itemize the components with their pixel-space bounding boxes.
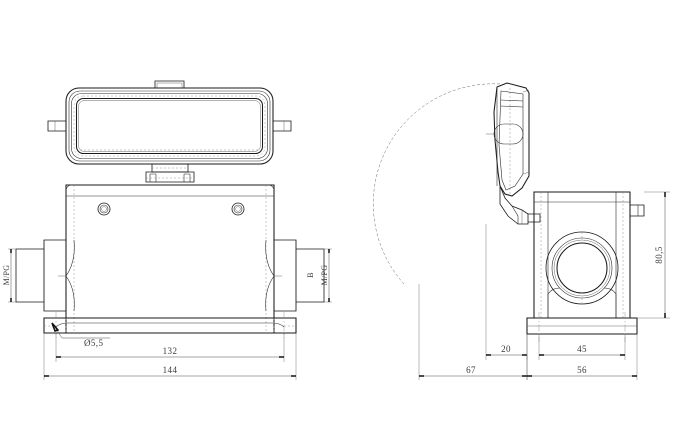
lid-top-tab-inner xyxy=(156,82,183,89)
screw-boss-left-mid xyxy=(99,204,109,214)
body-cable-entry-left xyxy=(15,239,75,312)
front-view-group: M/PG M/PG B Ø5,5 132 xyxy=(2,80,332,380)
side-body-lug-right xyxy=(630,204,645,217)
screw-boss-right-mid xyxy=(233,204,243,214)
dim-label-base-depth: 56 xyxy=(577,365,587,375)
dim-label-bracket-b: B xyxy=(306,272,315,278)
lid-profile-outer xyxy=(493,82,530,197)
flange-recess xyxy=(55,322,285,328)
dim-label-overall-depth: 67 xyxy=(466,365,476,375)
dim-hole-arrowhead xyxy=(51,322,60,332)
lid-latch-lug-left xyxy=(47,120,66,132)
lid-profile-inner xyxy=(498,90,524,191)
body-screw-left xyxy=(97,202,111,216)
cover-swing-arc xyxy=(373,83,501,285)
dim-label-hole-diameter: Ø5,5 xyxy=(84,338,103,348)
front-view-dimensions: M/PG M/PG B Ø5,5 132 xyxy=(2,248,332,380)
dim-label-overall-height: 80,5 xyxy=(654,246,664,263)
body-screw-right xyxy=(231,202,245,216)
body-cable-entry-right xyxy=(265,239,325,312)
lid-latch-lug-right xyxy=(273,120,292,132)
lid-hinge-arm xyxy=(499,185,529,225)
lid-gasket-hidden xyxy=(73,95,266,157)
lid-top-tab xyxy=(154,80,185,89)
side-body-hidden-edges xyxy=(540,192,624,318)
dim-144-ext xyxy=(43,333,297,380)
dim-label-mounting-width: 132 xyxy=(163,346,178,356)
lid-profile-right-ticks xyxy=(522,89,530,175)
lid-outer-fill xyxy=(66,88,273,164)
dim-label-offset: 20 xyxy=(501,344,511,354)
side-view-group: 80,5 20 45 67 56 xyxy=(373,82,670,380)
dim-label-gland-center: 45 xyxy=(577,344,587,354)
lid-hinge-arm-inner xyxy=(511,205,519,224)
gland-circle-bore xyxy=(556,242,608,294)
side-view-body xyxy=(526,191,645,342)
screw-boss-right-inner xyxy=(235,206,241,212)
lid-profile-ribs xyxy=(500,99,524,108)
side-cable-gland xyxy=(545,231,619,305)
gusset-left xyxy=(547,287,561,318)
gland-block-right xyxy=(296,248,325,303)
flange-wall-hidden xyxy=(65,318,275,333)
lid-hinge-block xyxy=(145,171,195,183)
gland-circle-3 xyxy=(553,239,611,297)
lid-inner-opening xyxy=(75,97,264,155)
dim-label-thread-right: M/PG xyxy=(320,265,329,286)
screw-boss-left-inner xyxy=(101,206,107,212)
dim-56-ext xyxy=(526,334,638,380)
gland-block-left xyxy=(15,248,44,303)
front-view-lid xyxy=(47,80,292,183)
screw-boss-left-outer xyxy=(97,202,111,216)
dim-mpg-right-ext xyxy=(324,248,332,303)
lid-shell-ring-2 xyxy=(71,93,268,159)
body-inner-hidden-edges xyxy=(73,185,267,333)
lid-outer-border xyxy=(65,87,274,165)
lid-inner-opening-edge xyxy=(78,100,261,152)
dim-label-overall-width: 144 xyxy=(163,365,178,375)
side-view-dimensions: 80,5 20 45 67 56 xyxy=(418,191,670,380)
body-corner-fillets xyxy=(65,184,275,191)
front-view-body xyxy=(15,184,325,338)
gusset-right xyxy=(603,287,617,318)
dim-label-thread-left: M/PG xyxy=(2,265,11,286)
dim-mpg-left-ext xyxy=(8,248,16,303)
screw-boss-right-outer xyxy=(231,202,245,216)
lid-shell-ring-1 xyxy=(68,90,271,162)
